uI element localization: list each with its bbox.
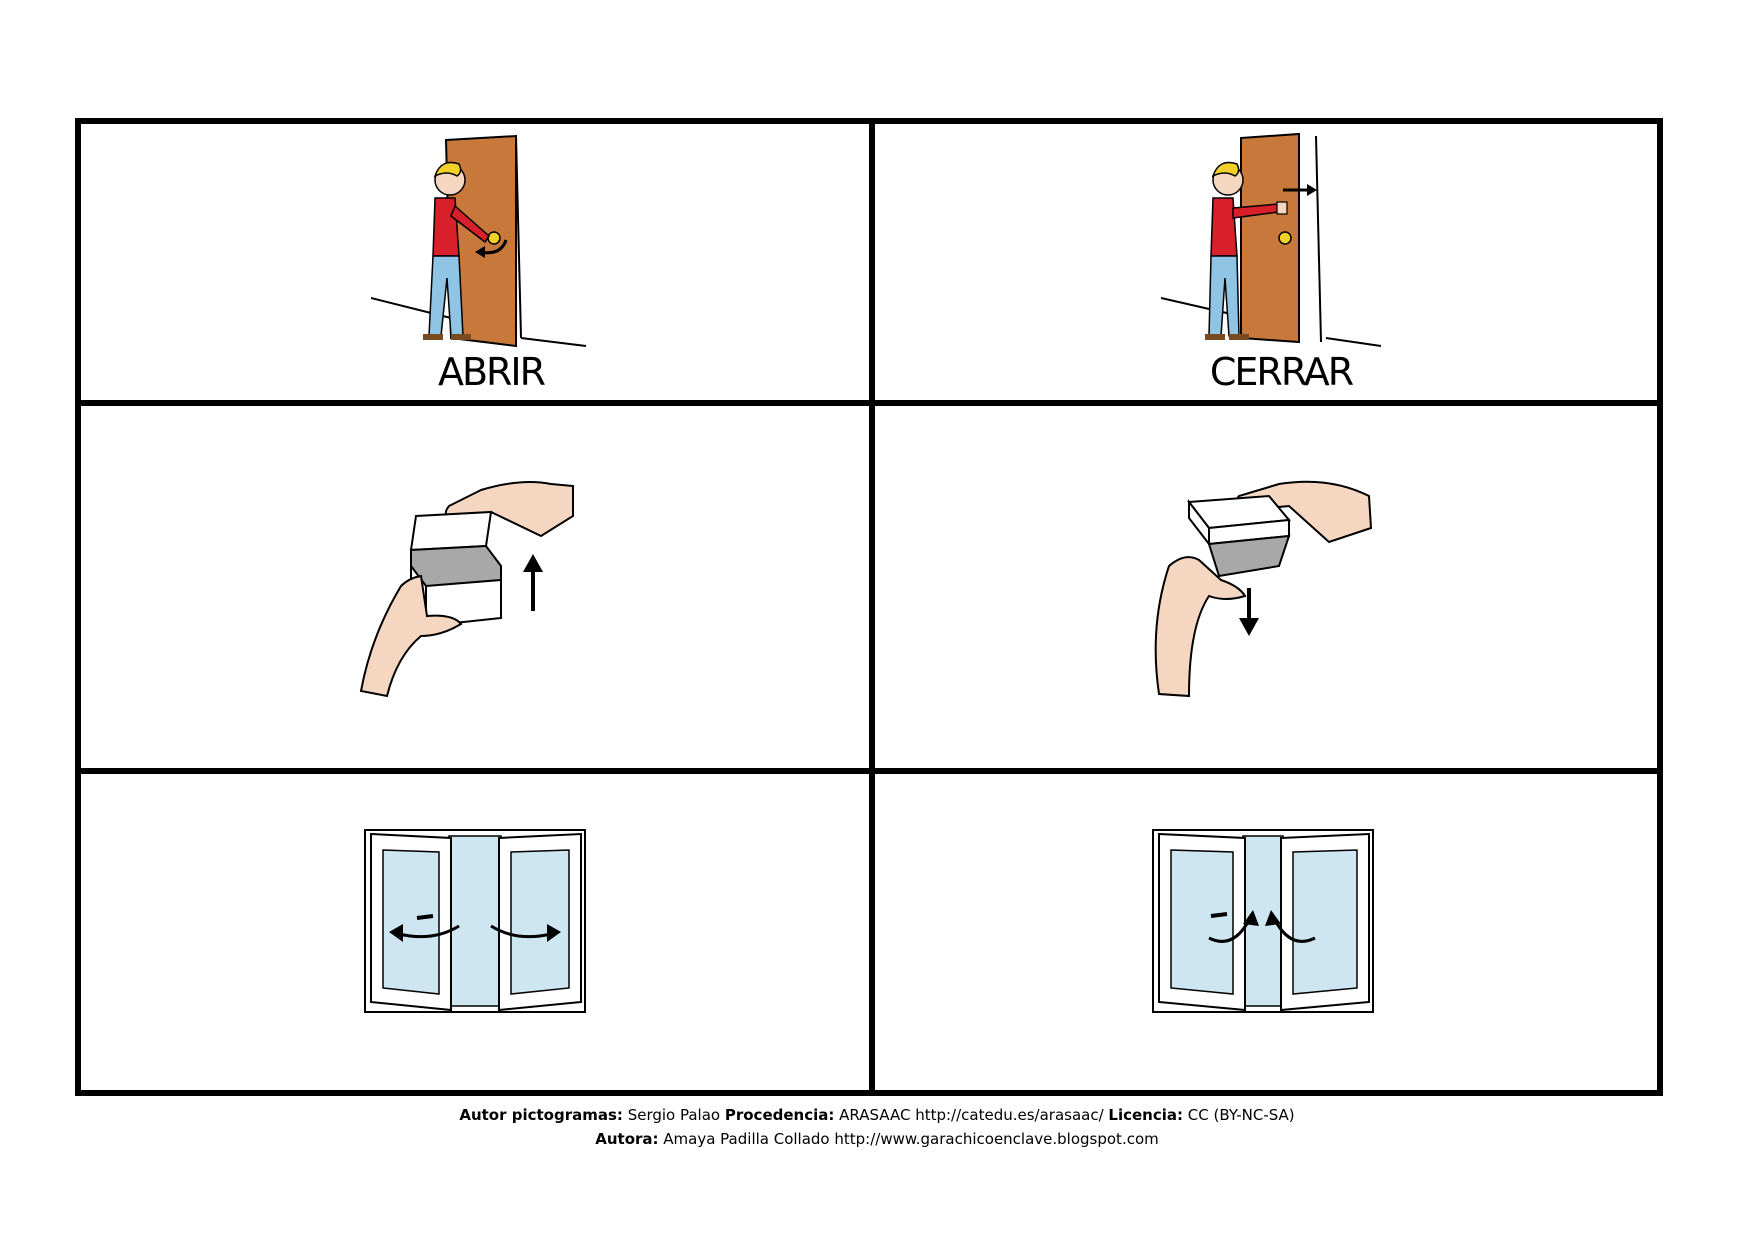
credit-autor-label: Autor pictogramas: <box>459 1106 623 1124</box>
card-cerrar-box <box>875 406 1657 768</box>
pictogram-grid: ABRIR CERRAR <box>75 118 1663 1096</box>
credit-licencia-label: Licencia: <box>1108 1106 1184 1124</box>
card-abrir-window <box>81 774 869 1090</box>
credit-autora-value: Amaya Padilla Collado http://www.garachi… <box>658 1130 1159 1148</box>
open-window-icon <box>364 829 586 1013</box>
card-cerrar-door: CERRAR <box>875 124 1657 400</box>
card-label-abrir: ABRIR <box>437 350 546 394</box>
close-window-icon <box>1152 829 1374 1013</box>
row-divider-2 <box>81 768 1657 774</box>
credit-procedencia-label: Procedencia: <box>724 1106 835 1124</box>
credit-licencia-value: CC (BY-NC-SA) <box>1183 1106 1295 1124</box>
close-box-icon <box>1154 480 1373 698</box>
close-door-icon <box>1161 132 1382 347</box>
credits-line-1: Autor pictogramas: Sergio Palao Proceden… <box>0 1106 1754 1124</box>
credit-procedencia-value: ARASAAC http://catedu.es/arasaac/ <box>834 1106 1109 1124</box>
credit-autora-label: Autora: <box>595 1130 659 1148</box>
credits-line-2: Autora: Amaya Padilla Collado http://www… <box>0 1130 1754 1148</box>
card-abrir-box <box>81 406 869 768</box>
column-divider <box>869 124 875 1090</box>
card-cerrar-window <box>875 774 1657 1090</box>
open-door-icon <box>371 134 587 348</box>
row-divider-1 <box>81 400 1657 406</box>
card-abrir-door: ABRIR <box>81 124 869 400</box>
card-label-cerrar: CERRAR <box>1209 350 1354 394</box>
credit-autor-value: Sergio Palao <box>622 1106 725 1124</box>
open-box-icon <box>359 481 574 698</box>
